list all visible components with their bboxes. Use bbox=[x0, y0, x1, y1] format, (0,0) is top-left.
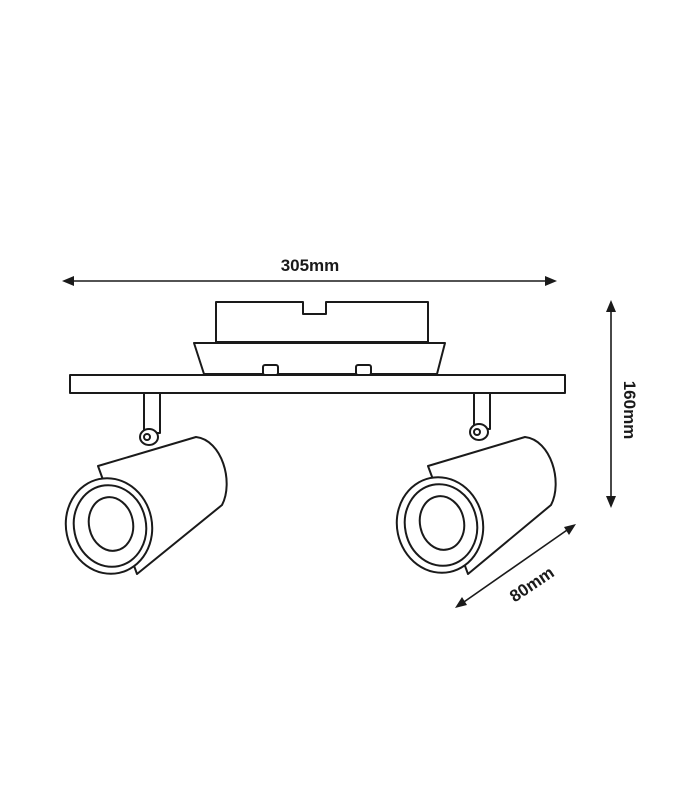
width-label: 305mm bbox=[281, 256, 340, 275]
ceiling-mount bbox=[193, 301, 446, 376]
right-shade-rim bbox=[395, 476, 485, 574]
width-dimension: 305mm bbox=[62, 256, 557, 286]
mounting-bar bbox=[69, 374, 566, 394]
height-label: 160mm bbox=[620, 381, 639, 440]
left-stem bbox=[143, 392, 161, 434]
left-shade-rim bbox=[64, 477, 154, 575]
spotlight-left bbox=[64, 392, 228, 575]
spotlight-right bbox=[395, 392, 557, 575]
height-dimension: 160mm bbox=[606, 300, 639, 508]
mount-box bbox=[215, 301, 429, 343]
screw-left bbox=[262, 364, 279, 376]
depth-label: 80mm bbox=[506, 563, 557, 606]
screw-right bbox=[355, 364, 372, 376]
mount-base-plate bbox=[193, 342, 446, 375]
